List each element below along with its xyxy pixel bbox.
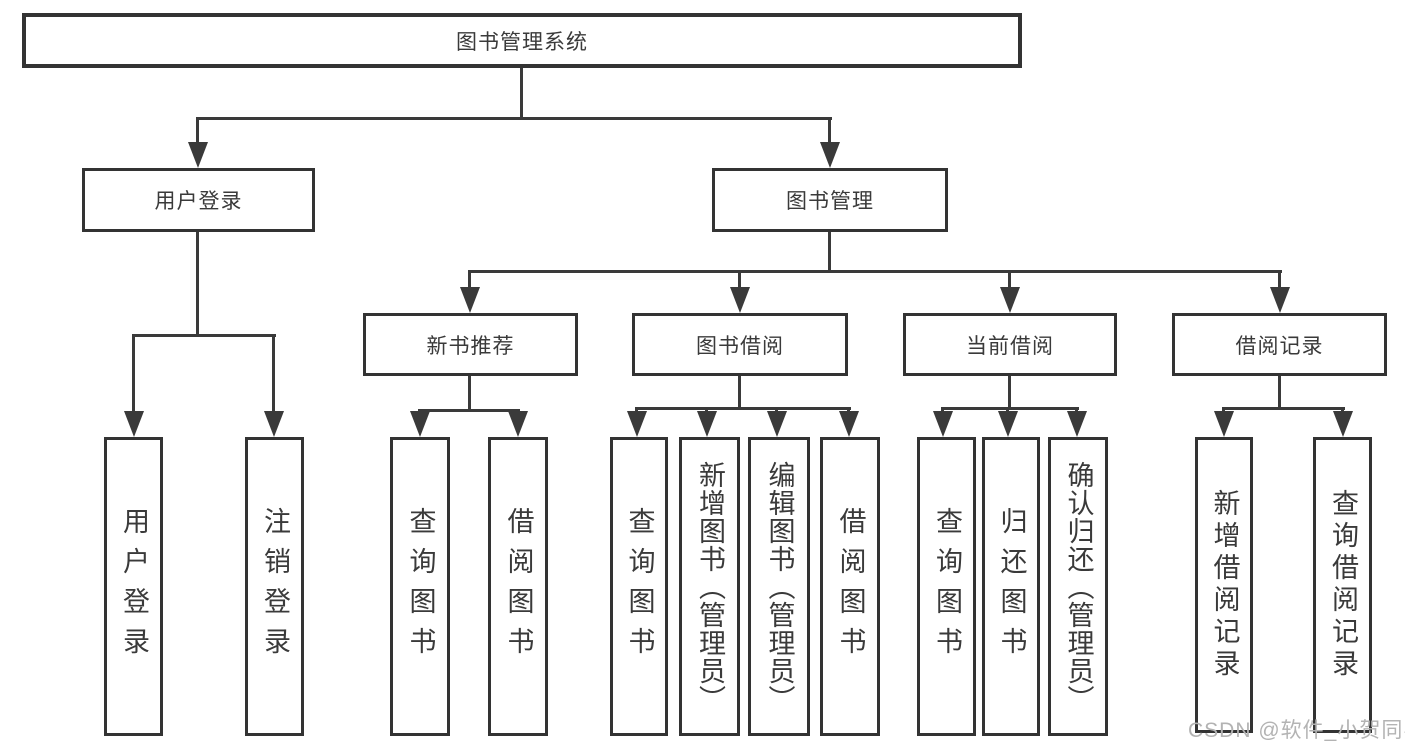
leaf-query-borrow-record: 查询借阅记录 <box>1313 437 1372 733</box>
node-label: 当前借阅 <box>966 334 1054 358</box>
arrowhead-icon <box>839 411 859 437</box>
connector-line <box>520 68 523 119</box>
connector-line <box>196 117 199 144</box>
arrowhead-icon <box>697 411 717 437</box>
connector-line <box>828 117 831 144</box>
arrowhead-icon <box>410 411 430 437</box>
arrowhead-icon <box>730 287 750 313</box>
node-user-login: 用户登录 <box>82 168 315 232</box>
connector-line <box>1006 407 1009 413</box>
connector-line <box>1008 376 1011 410</box>
connector-line <box>272 334 275 413</box>
connector-line <box>1008 270 1011 289</box>
leaf-label: 借阅图书 <box>835 506 866 667</box>
arrowhead-icon <box>1000 287 1020 313</box>
node-new-book-recommendation: 新书推荐 <box>363 313 578 376</box>
leaf-label: 查询图书 <box>932 506 962 667</box>
connector-line <box>196 232 199 337</box>
leaf-query-books-current: 查询图书 <box>917 437 976 736</box>
connector-line <box>738 270 741 289</box>
leaf-query-books-recommend: 查询图书 <box>390 437 450 736</box>
connector-line <box>738 376 741 410</box>
connector-line <box>1278 270 1281 289</box>
arrowhead-icon <box>820 142 840 168</box>
node-borrowing-records: 借阅记录 <box>1172 313 1387 376</box>
arrowhead-icon <box>1067 411 1087 437</box>
arrowhead-icon <box>767 411 787 437</box>
leaf-label: 查询借阅记录 <box>1328 489 1358 681</box>
leaf-borrow-books: 借阅图书 <box>820 437 880 736</box>
node-label: 借阅记录 <box>1235 334 1324 358</box>
connector-line <box>775 407 778 413</box>
node-book-borrowing: 图书借阅 <box>632 313 848 376</box>
arrowhead-icon <box>508 411 528 437</box>
arrowhead-icon <box>1214 411 1234 437</box>
connector-line <box>197 117 832 120</box>
node-label: 图书管理 <box>786 190 874 213</box>
node-book-management: 图书管理 <box>712 168 948 232</box>
leaf-borrow-books-recommend: 借阅图书 <box>488 437 548 736</box>
connector-line <box>1223 407 1345 410</box>
node-label: 图书管理系统 <box>456 30 588 54</box>
node-label: 新书推荐 <box>426 334 515 358</box>
connector-line <box>1075 407 1078 413</box>
leaf-label: 注销登录 <box>260 506 290 667</box>
connector-line <box>132 334 135 413</box>
arrowhead-icon <box>998 411 1018 437</box>
leaf-return-books: 归还图书 <box>982 437 1040 736</box>
leaf-label: 编辑图书（管理员） <box>764 460 795 713</box>
connector-line <box>1222 407 1225 413</box>
leaf-query-books-borrowing: 查询图书 <box>610 437 668 736</box>
connector-line <box>828 232 831 273</box>
connector-line <box>419 409 520 412</box>
leaf-logout: 注销登录 <box>245 437 304 736</box>
connector-line <box>941 407 944 413</box>
arrowhead-icon <box>1270 287 1290 313</box>
arrowhead-icon <box>627 411 647 437</box>
leaf-label: 借阅图书 <box>503 506 534 667</box>
arrowhead-icon <box>188 142 208 168</box>
leaf-label: 归还图书 <box>996 506 1027 667</box>
node-current-borrowing: 当前借阅 <box>903 313 1117 376</box>
arrowhead-icon <box>460 287 480 313</box>
leaf-add-books-admin: 新增图书（管理员） <box>679 437 740 736</box>
leaf-user-login: 用户登录 <box>104 437 163 736</box>
connector-line <box>133 334 276 337</box>
connector-line <box>468 270 471 289</box>
connector-line <box>942 407 1079 410</box>
leaf-edit-books-admin: 编辑图书（管理员） <box>748 437 810 736</box>
arrowhead-icon <box>1333 411 1353 437</box>
connector-line <box>1278 376 1281 410</box>
connector-line <box>469 270 1282 273</box>
arrowhead-icon <box>933 411 953 437</box>
leaf-label: 查询图书 <box>624 506 655 667</box>
arrowhead-icon <box>264 411 284 437</box>
node-label: 图书借阅 <box>696 334 784 358</box>
leaf-label: 确认归还（管理员） <box>1063 460 1094 713</box>
connector-line <box>847 407 850 413</box>
leaf-label: 新增借阅记录 <box>1209 489 1240 681</box>
connector-line <box>1341 407 1344 413</box>
leaf-label: 新增图书（管理员） <box>695 460 725 713</box>
connector-line <box>636 407 851 410</box>
node-library-management-system: 图书管理系统 <box>22 13 1022 68</box>
leaf-add-borrow-record: 新增借阅记录 <box>1195 437 1253 733</box>
leaf-confirm-return-admin: 确认归还（管理员） <box>1048 437 1108 736</box>
watermark: CSDN @软件_小贺同学 <box>1188 719 1405 742</box>
connector-line <box>705 407 708 413</box>
connector-line <box>635 407 638 413</box>
connector-line <box>468 376 471 412</box>
leaf-label: 查询图书 <box>405 506 436 667</box>
arrowhead-icon <box>124 411 144 437</box>
leaf-label: 用户登录 <box>119 506 149 667</box>
node-label: 用户登录 <box>154 190 243 213</box>
